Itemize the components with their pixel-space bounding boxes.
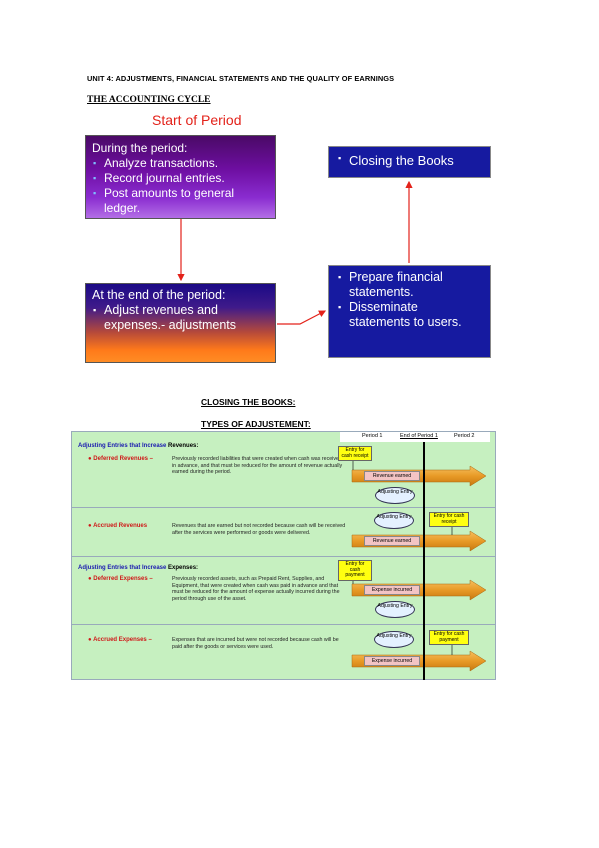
cash-receipt-tag: Entry for cash receipt [429,512,469,528]
list-item: ▪Record journal entries. [93,171,225,185]
cash-payment-tag: Entry for cash payment [429,630,469,646]
period-header: Period 1 End of Period 1 Period 2 [340,432,490,442]
row-divider [72,624,495,625]
end-of-period-1-label: End of Period 1 [400,433,438,439]
accrued-expenses-desc: Expenses that are incurred but were not … [172,637,339,650]
start-of-period-label: Start of Period [152,112,242,128]
revenue-earned-tag: Revenue earned [364,471,420,481]
deferred-expenses-label: ● Deferred Expenses – [88,576,153,582]
accrued-revenues-desc: Revenues that are earned but not recorde… [172,523,346,536]
accounting-cycle-heading: THE ACCOUNTING CYCLE [87,95,211,105]
bullet-icon: ▪ [338,153,342,163]
period-1-label: Period 1 [362,433,383,439]
end-of-period-line [423,442,425,680]
adjusting-entry-oval: Adjusting Entry [374,631,414,648]
prepare-statements-list: ▪Prepare financial statements. ▪Dissemin… [337,270,482,330]
closing-books-box: ▪Closing the Books [328,146,491,178]
during-period-title: During the period: [92,141,188,155]
deferred-revenues-label: ● Deferred Revenues – [88,456,153,462]
prepare-statements-box: ▪Prepare financial statements. ▪Dissemin… [328,265,491,358]
types-adjustment-heading: TYPES OF ADJUSTEMENT: [201,419,311,429]
during-period-list: ▪Analyze transactions. ▪Record journal e… [92,156,269,216]
list-item: ▪Post amounts to general ledger. [93,186,235,215]
end-period-box: At the end of the period: ▪Adjust revenu… [85,283,276,363]
closing-books-heading: CLOSING THE BOOKS: [201,397,296,407]
adjusting-entry-oval: Adjusting Entry [374,512,414,529]
closing-books-list: ▪Closing the Books [337,153,482,168]
bullet-icon: ▪ [93,158,97,168]
adjusting-entry-oval: Adjusting Entry [375,601,415,618]
revenues-section-title: Adjusting Entries that Increase Revenues… [78,443,199,449]
period-2-label: Period 2 [454,433,475,439]
accrued-expenses-label: ● Accrued Expenses – [88,637,152,643]
list-item: ▪Prepare financial statements. [338,270,443,299]
row-divider [72,556,495,557]
bullet-icon: ▪ [338,272,342,282]
bullet-icon: ▪ [93,305,97,315]
list-item: ▪Adjust revenues and expenses.- adjustme… [93,303,237,332]
expenses-section-title: Adjusting Entries that Increase Expenses… [78,565,199,571]
cash-receipt-tag: Entry for cash receipt [338,446,372,462]
list-item: ▪Disseminate statements to users. [338,300,462,329]
end-period-title: At the end of the period: [92,288,226,302]
list-item: ▪Analyze transactions. [93,156,219,170]
list-item: ▪Closing the Books [338,153,454,168]
revenue-earned-tag: Revenue earned [364,536,420,546]
deferred-expenses-desc: Previously recorded assets, such as Prep… [172,576,340,602]
unit-title: UNIT 4: ADJUSTMENTS, FINANCIAL STATEMENT… [87,74,395,83]
adjusting-entry-oval: Adjusting Entry [375,487,415,504]
during-period-box: During the period: ▪Analyze transactions… [85,135,276,219]
deferred-revenues-desc: Previously recorded liabilities that wer… [172,456,343,476]
accrued-revenues-label: ● Accrued Revenues [88,523,148,529]
expense-incurred-tag: Expense incurred [364,656,420,666]
end-period-list: ▪Adjust revenues and expenses.- adjustme… [92,303,269,333]
bullet-icon: ▪ [93,173,97,183]
bullet-icon: ▪ [338,302,342,312]
arrow-end-to-prepare [277,310,327,325]
expense-incurred-tag: Expense incurred [364,585,420,595]
row-divider [72,507,495,508]
cash-payment-tag: Entry for cash payment [338,560,372,581]
bullet-icon: ▪ [93,188,97,198]
